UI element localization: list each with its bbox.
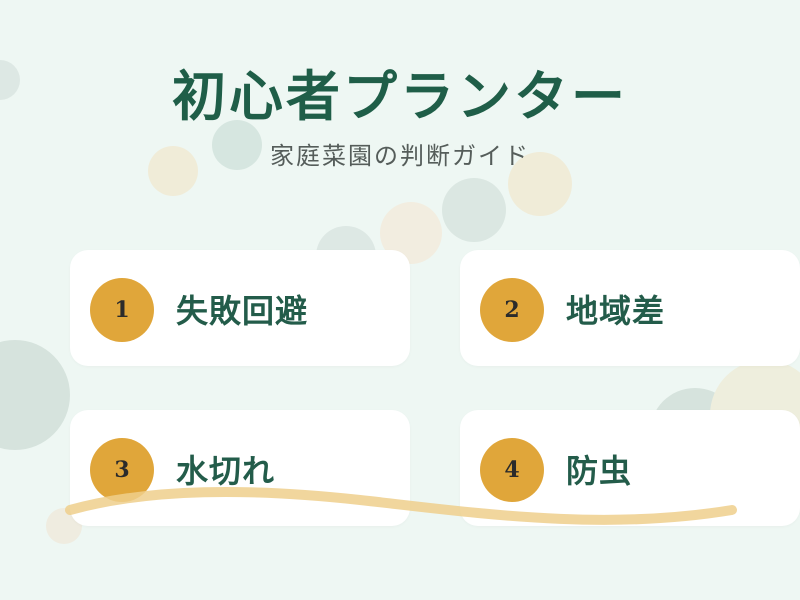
decor-bubble xyxy=(442,178,506,242)
card-3: 3 水切れ xyxy=(70,410,410,526)
card-label: 失敗回避 xyxy=(176,292,309,330)
card-label: 防虫 xyxy=(566,452,633,490)
card-label: 水切れ xyxy=(176,452,276,490)
number-badge: 1 xyxy=(90,278,154,342)
page-title: 初心者プランター xyxy=(172,64,628,128)
decor-bubble xyxy=(508,152,572,216)
decor-bubble xyxy=(0,60,20,100)
card-4: 4 防虫 xyxy=(460,410,800,526)
decor-bubble xyxy=(148,146,198,196)
number-badge: 4 xyxy=(480,438,544,502)
card-2: 2 地域差 xyxy=(460,250,800,366)
number-badge: 3 xyxy=(90,438,154,502)
card-label: 地域差 xyxy=(566,292,666,330)
number-badge: 2 xyxy=(480,278,544,342)
card-1: 1 失敗回避 xyxy=(70,250,410,366)
page-subtitle: 家庭菜園の判断ガイド xyxy=(270,142,530,170)
decor-bubble xyxy=(212,120,262,170)
